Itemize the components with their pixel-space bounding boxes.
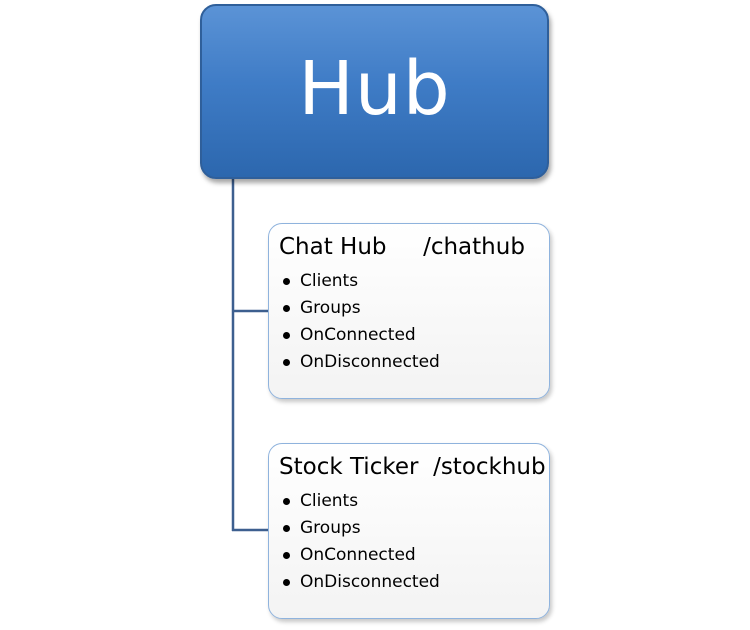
bullet-icon [283,552,290,559]
stock-ticker-box: Stock Ticker /stockhub Clients Groups On… [268,443,550,619]
list-item-label: OnDisconnected [300,352,440,372]
list-item-label: Groups [300,518,361,538]
list-item: Groups [279,515,539,542]
list-item-label: OnConnected [300,545,416,565]
bullet-icon [283,579,290,586]
chat-hub-member-list: Clients Groups OnConnected OnDisconnecte… [279,268,539,376]
list-item-label: Clients [300,271,359,291]
list-item: Clients [279,488,539,515]
hub-title: Hub [298,45,451,132]
list-item: Clients [279,268,539,295]
bullet-icon [283,332,290,339]
bullet-icon [283,305,290,312]
stock-ticker-member-list: Clients Groups OnConnected OnDisconnecte… [279,488,539,596]
list-item-label: OnConnected [300,325,416,345]
chat-hub-box: Chat Hub /chathub Clients Groups OnConne… [268,223,550,399]
bullet-icon [283,498,290,505]
bullet-icon [283,525,290,532]
list-item-label: Groups [300,298,361,318]
bullet-icon [283,359,290,366]
list-item: OnDisconnected [279,569,539,596]
list-item: OnDisconnected [279,349,539,376]
list-item-label: Clients [300,491,359,511]
stock-ticker-title: Stock Ticker /stockhub [279,454,546,480]
list-item: OnConnected [279,322,539,349]
bullet-icon [283,278,290,285]
hub-box: Hub [200,4,549,179]
list-item: OnConnected [279,542,539,569]
list-item: Groups [279,295,539,322]
list-item-label: OnDisconnected [300,572,440,592]
chat-hub-title: Chat Hub /chathub [279,234,525,260]
